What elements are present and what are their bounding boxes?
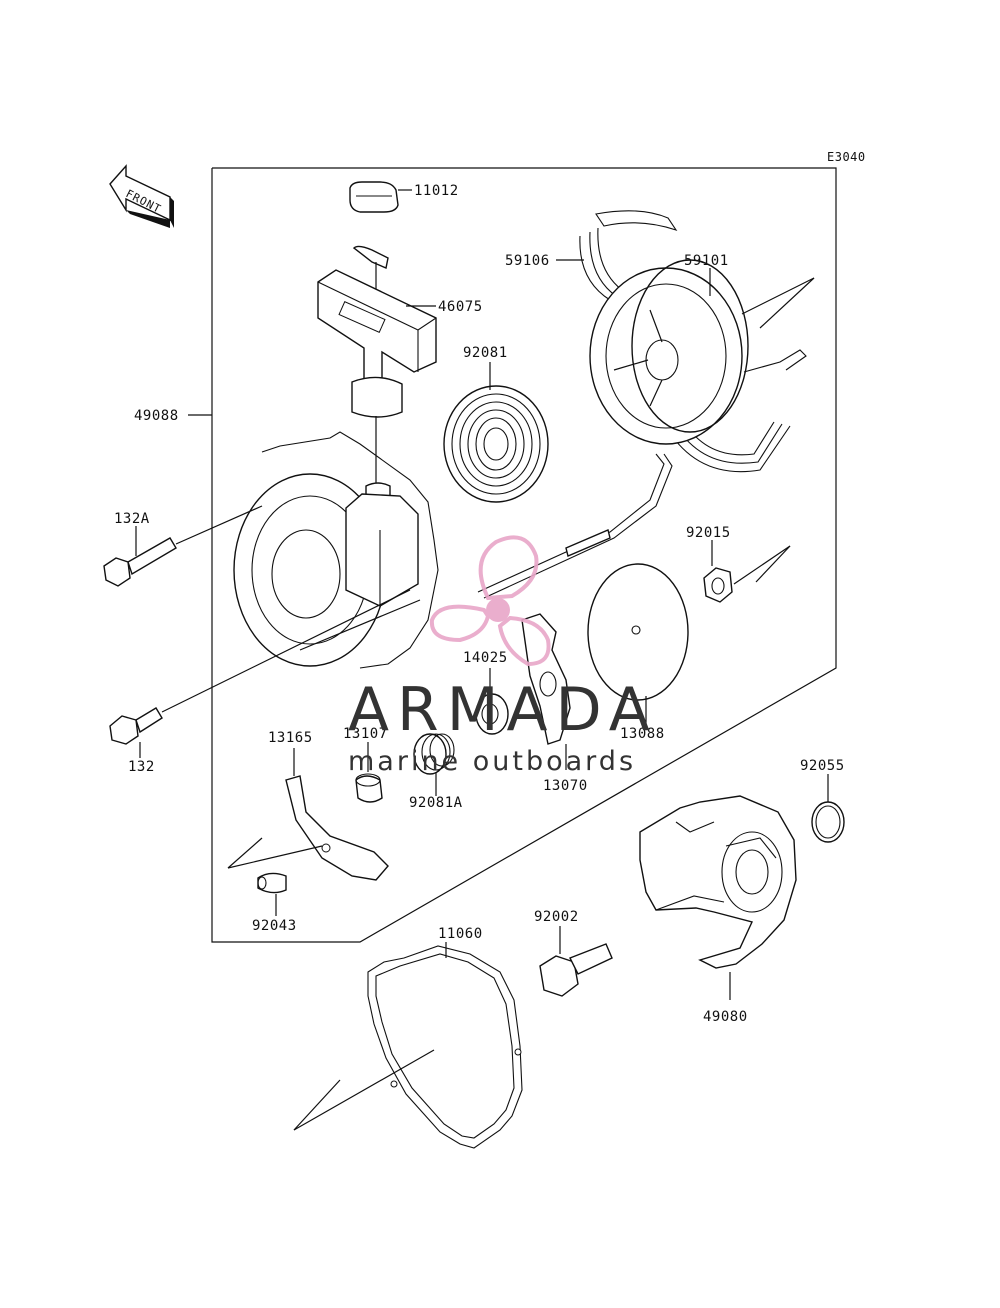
label-11060: 11060	[438, 926, 483, 942]
assembly-frame	[211, 167, 837, 943]
label-92015: 92015	[686, 525, 731, 541]
part-132A	[103, 505, 263, 587]
part-59101	[589, 259, 815, 445]
front-arrow-icon: FRONT	[109, 164, 174, 228]
label-132A: 132A	[114, 511, 150, 527]
label-92081A: 92081A	[409, 795, 463, 811]
part-92015	[703, 545, 791, 603]
label-49080: 49080	[703, 1009, 748, 1025]
part-49080	[639, 795, 797, 969]
part-92081	[443, 385, 549, 503]
part-49088	[233, 431, 439, 669]
label-13070: 13070	[543, 778, 588, 794]
diagram-code: E3040	[827, 150, 866, 164]
part-46075	[317, 245, 437, 508]
part-13088	[587, 563, 689, 701]
label-13107: 13107	[343, 726, 388, 742]
label-92055: 92055	[800, 758, 845, 774]
armada-logo-icon	[429, 535, 551, 667]
label-59101: 59101	[684, 253, 729, 269]
label-13165: 13165	[268, 730, 313, 746]
label-92002: 92002	[534, 909, 579, 925]
label-92081: 92081	[463, 345, 508, 361]
part-11012	[349, 181, 399, 213]
label-59106: 59106	[505, 253, 550, 269]
label-11012: 11012	[414, 183, 459, 199]
part-13070	[521, 613, 571, 745]
part-92055	[811, 801, 845, 843]
part-132	[109, 589, 411, 745]
label-14025: 14025	[463, 650, 508, 666]
part-shaft	[477, 453, 673, 599]
part-14025	[475, 693, 509, 735]
label-92043: 92043	[252, 918, 297, 934]
part-13165	[227, 775, 389, 881]
label-49088: 49088	[134, 408, 179, 424]
watermark-tagline: marine outboards	[348, 746, 636, 777]
label-13088: 13088	[620, 726, 665, 742]
label-46075: 46075	[438, 299, 483, 315]
part-11060	[293, 945, 523, 1149]
label-132: 132	[128, 759, 155, 775]
part-13107	[355, 773, 383, 803]
part-92002	[539, 943, 613, 997]
watermark-brand: ARMADA	[348, 675, 658, 745]
part-92043	[257, 872, 287, 894]
part-92081A	[413, 733, 455, 775]
